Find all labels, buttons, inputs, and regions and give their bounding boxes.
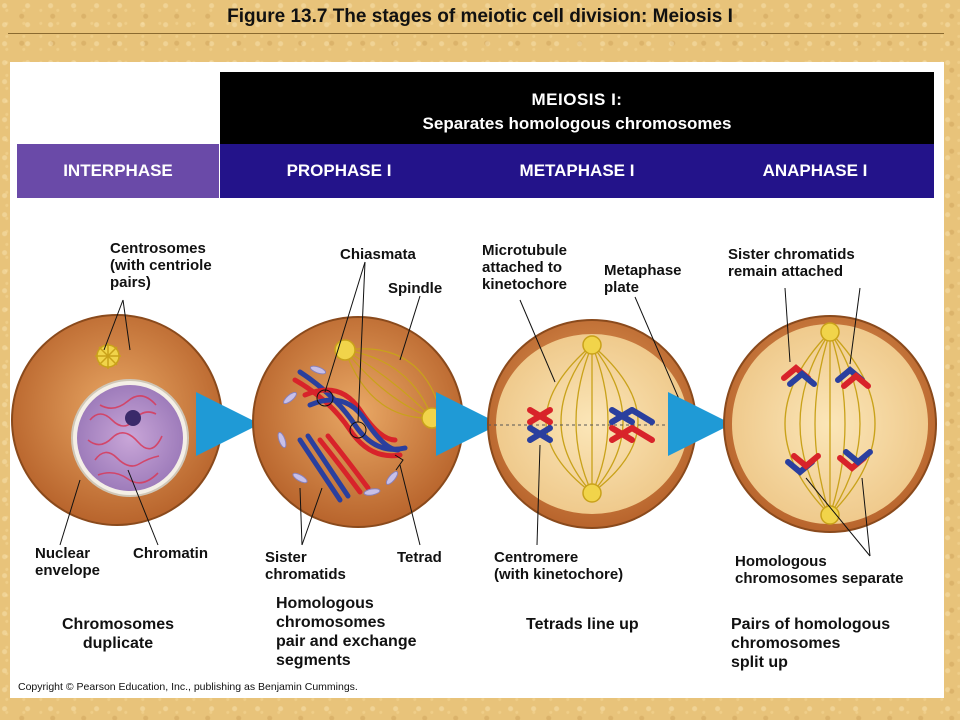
copyright-text: Copyright © Pearson Education, Inc., pub… [18, 681, 358, 693]
phase-prophase: PROPHASE I [286, 161, 392, 180]
anaphase-cell [723, 287, 937, 557]
banner-subtitle: Separates homologous chromosomes [422, 114, 732, 133]
phase-label: INTERPHASE [63, 161, 173, 180]
figure-title: Figure 13.7 The stages of meiotic cell d… [227, 6, 733, 27]
label-centromere: Centromere (with kinetochore) [494, 549, 624, 583]
phase-meiosis-bar: PROPHASE I METAPHASE I ANAPHASE I [220, 144, 934, 198]
nucleolus [125, 410, 141, 426]
metaphase-cell [487, 296, 697, 546]
centrosome [95, 343, 121, 369]
meiosis-banner: MEIOSIS I: Separates homologous chromoso… [220, 72, 934, 154]
caption-anaphase: Pairs of homologous chromosomes split up [731, 616, 891, 671]
prophase-cell [252, 261, 464, 546]
label-centrosomes: Centrosomes (with centriole pairs) [110, 240, 212, 291]
nuclear-fragments [277, 365, 399, 496]
label-sister-chromatids: Sister chromatids [265, 549, 346, 583]
label-chiasmata: Chiasmata [340, 246, 416, 263]
label-microtubule: Microtubule attached to kinetochore [482, 242, 568, 293]
phase-metaphase: METAPHASE I [519, 161, 635, 180]
anaphase-chromosomes [781, 364, 873, 476]
caption-interphase: Chromosomes duplicate [61, 616, 175, 652]
label-sister-attached: Sister chromatids remain attached [728, 246, 855, 280]
label-nuclear-envelope: Nuclear envelope [35, 545, 101, 579]
anaphase-spindle [784, 331, 876, 516]
label-metaphase-plate: Metaphase plate [604, 262, 682, 296]
label-chromatin: Chromatin [133, 545, 208, 562]
metaphase-tetrads [527, 407, 655, 443]
banner-title: MEIOSIS I: [531, 90, 623, 109]
label-tetrad: Tetrad [397, 549, 442, 566]
phase-interphase: INTERPHASE [17, 144, 219, 198]
metaphase-spindle [545, 344, 639, 494]
phase-anaphase: ANAPHASE I [762, 161, 868, 180]
nucleus [77, 385, 183, 491]
caption-prophase: Homologous chromosomes pair and exchange… [276, 595, 417, 669]
label-spindle: Spindle [388, 280, 443, 297]
label-homologous-separate: Homologous chromosomes separate [735, 553, 904, 587]
interphase-cell [11, 299, 223, 546]
chromatin [87, 395, 163, 484]
title-divider [8, 33, 944, 34]
caption-metaphase: Tetrads line up [526, 616, 639, 633]
